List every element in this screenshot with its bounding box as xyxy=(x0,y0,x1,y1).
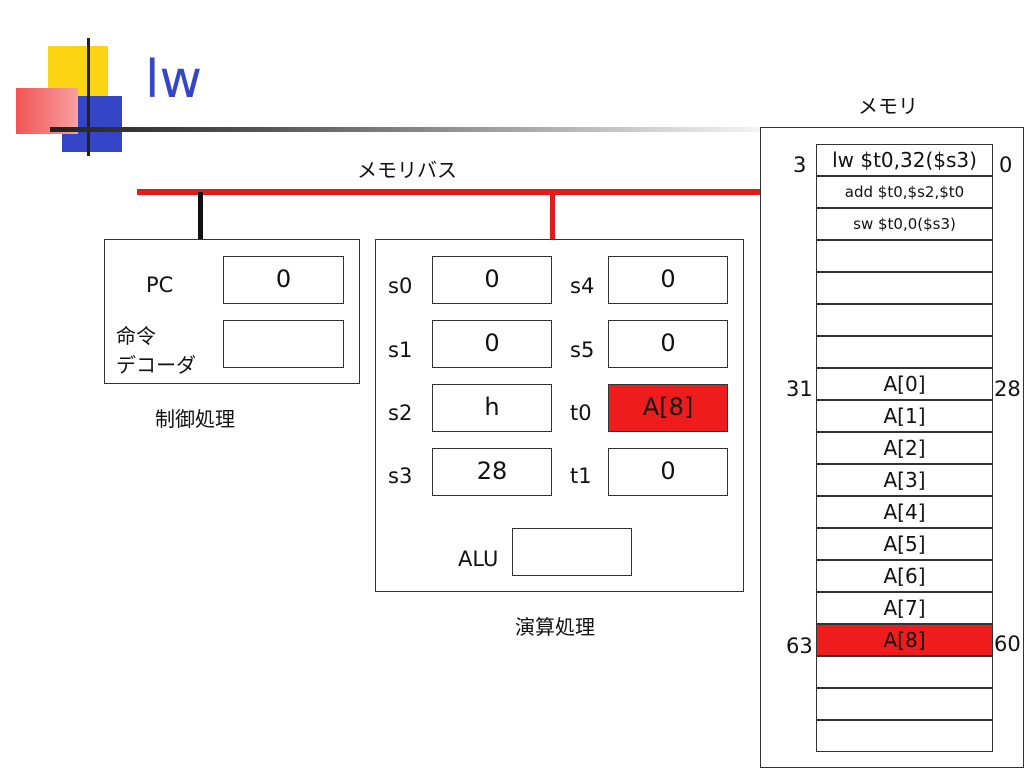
logo-yellow-square xyxy=(48,46,108,96)
logo-red-square xyxy=(16,88,78,134)
bus-label: メモリバス xyxy=(357,158,457,182)
register-label-t1: t1 xyxy=(570,464,592,488)
alu-box xyxy=(512,528,632,576)
memory-cell: A[1] xyxy=(816,400,993,432)
memory-cell: A[3] xyxy=(816,464,993,496)
memory-cell xyxy=(816,304,993,336)
decoder-label-line2: デコーダ xyxy=(116,353,196,377)
register-s5: 0 xyxy=(608,320,728,368)
memory-cell: A[2] xyxy=(816,432,993,464)
bus-connector-control xyxy=(198,192,203,240)
memory-cell: A[5] xyxy=(816,528,993,560)
register-s4: 0 xyxy=(608,256,728,304)
register-s1: 0 xyxy=(432,320,552,368)
memory-cell: sw $t0,0($s3) xyxy=(816,208,993,240)
logo-horizontal-line xyxy=(50,127,760,132)
alu-label: ALU xyxy=(458,547,499,571)
pc-label: PC xyxy=(146,273,174,297)
memory-cell: A[6] xyxy=(816,560,993,592)
logo-vertical-line xyxy=(87,38,90,156)
register-label-t0: t0 xyxy=(570,401,592,425)
register-label-s0: s0 xyxy=(388,274,413,298)
memory-cell xyxy=(816,720,993,752)
register-t1: 0 xyxy=(608,448,728,496)
memory-cell xyxy=(816,688,993,720)
address-right-0: 0 xyxy=(999,153,1013,177)
register-label-s2: s2 xyxy=(388,401,413,425)
address-right-2: 60 xyxy=(994,632,1021,656)
register-t0: A[8] xyxy=(608,384,728,432)
register-label-s5: s5 xyxy=(570,338,595,362)
memory-cell xyxy=(816,240,993,272)
register-s2: h xyxy=(432,384,552,432)
memory-cell xyxy=(816,272,993,304)
memory-cell xyxy=(816,656,993,688)
address-left-2: 63 xyxy=(786,634,813,658)
memory-cell-highlighted: A[8] xyxy=(816,624,993,656)
address-left-1: 31 xyxy=(786,377,813,401)
address-left-0: 3 xyxy=(793,153,807,177)
memory-cell: add $t0,$s2,$t0 xyxy=(816,176,993,208)
decoder-label-line1: 命令 xyxy=(116,324,156,348)
register-label-s3: s3 xyxy=(388,464,413,488)
register-label-s4: s4 xyxy=(570,274,595,298)
memory-bus-line xyxy=(137,189,760,195)
register-s0: 0 xyxy=(432,256,552,304)
memory-cell: A[4] xyxy=(816,496,993,528)
slide-title: lw xyxy=(145,50,202,110)
address-right-1: 28 xyxy=(994,377,1021,401)
memory-cell xyxy=(816,336,993,368)
pc-register: 0 xyxy=(223,256,344,304)
memory-cell: lw $t0,32($s3) xyxy=(816,144,993,176)
memory-title: メモリ xyxy=(858,94,918,118)
decoder-register xyxy=(223,320,344,368)
compute-caption: 演算処理 xyxy=(515,615,595,639)
memory-cell: A[7] xyxy=(816,592,993,624)
register-s3: 28 xyxy=(432,448,552,496)
register-label-s1: s1 xyxy=(388,338,413,362)
memory-cell: A[0] xyxy=(816,368,993,400)
control-caption: 制御処理 xyxy=(155,407,235,431)
bus-connector-compute xyxy=(550,192,555,240)
